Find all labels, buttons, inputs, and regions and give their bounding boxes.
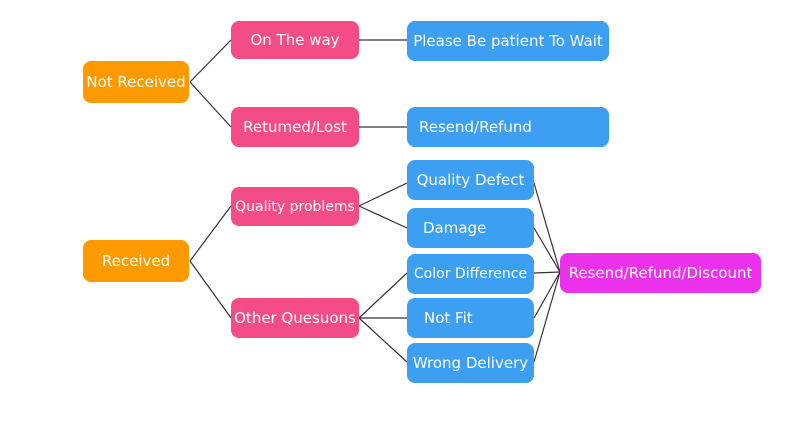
connector-line — [533, 271, 561, 274]
connector-line — [189, 260, 232, 319]
connector-line — [189, 39, 232, 83]
connector-line — [358, 182, 408, 207]
connector-line — [358, 272, 408, 319]
node-resend-refund-discount: Resend/Refund/Discount — [560, 253, 761, 293]
connector-line — [358, 205, 408, 229]
node-please-wait: Please Be patient To Wait — [407, 21, 609, 61]
node-returned-lost: Retumed/Lost — [231, 107, 359, 147]
connector-line — [533, 182, 561, 273]
connector-line — [189, 205, 232, 262]
connector-line — [533, 271, 561, 319]
connector-line — [533, 271, 561, 363]
connector-line — [358, 317, 408, 363]
node-resend-refund: Resend/Refund — [407, 107, 609, 147]
node-wrong-delivery: Wrong Delivery — [407, 343, 534, 383]
node-on-the-way: On The way — [231, 21, 359, 59]
node-not-fit: Not Fit — [407, 298, 534, 338]
node-damage: Damage — [407, 208, 534, 248]
node-quality-problems: Quality problems — [231, 187, 359, 226]
node-quality-defect: Quality Defect — [407, 160, 534, 200]
node-received: Received — [83, 240, 189, 282]
connector-line — [189, 81, 232, 128]
node-other-questions: Other Quesuons — [231, 298, 359, 338]
node-not-received: Not Received — [83, 61, 189, 103]
connector-line — [533, 227, 561, 273]
node-color-difference: Color Difference — [407, 254, 534, 294]
